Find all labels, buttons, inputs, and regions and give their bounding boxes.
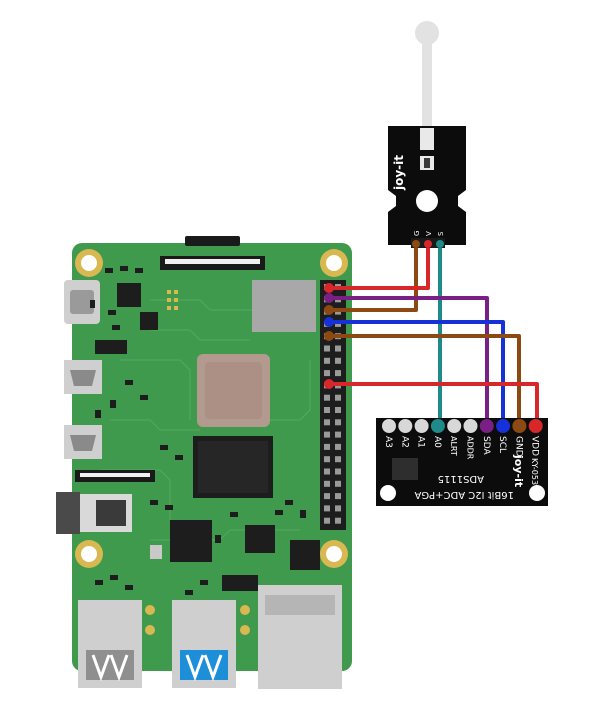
gpio-pin	[324, 431, 330, 438]
temperature-sensor-module: joy-it G V S	[388, 21, 466, 248]
gpio-pin	[335, 493, 341, 500]
chip	[95, 340, 127, 354]
adc-description: 16Bit I2C ADC+PGA	[414, 489, 514, 500]
adc-pin-label: SCL	[497, 436, 507, 453]
mounting-hole	[320, 540, 348, 568]
adc-chip-name: ADS1115	[438, 473, 484, 484]
gpio-pin	[324, 357, 330, 364]
gpio-pin	[324, 468, 330, 475]
adc-pin-label: GND	[513, 436, 523, 457]
sensor-pin-v-label: V	[425, 231, 433, 236]
gpio-pin	[324, 345, 330, 352]
gpio-pin	[324, 480, 330, 487]
gpio-pin	[335, 456, 341, 463]
adc-pin-label: ALRT	[449, 436, 458, 456]
gpio-pin	[335, 357, 341, 364]
adc-pin-label: A2	[399, 436, 409, 448]
adc-pin-pad	[512, 419, 527, 433]
gpio-pin	[324, 443, 330, 450]
mounting-hole	[320, 249, 348, 277]
adc-pin-label: A0	[432, 436, 442, 448]
gpio-pin	[324, 394, 330, 401]
gpio-pin	[324, 493, 330, 500]
gpio-pin	[335, 443, 341, 450]
wire-sensor-gnd	[327, 238, 418, 312]
adc-module: A3 A2 A1 A0 ALRT ADDR SDA SCL GND VDD ADS1115 16B…	[376, 418, 548, 506]
chip	[117, 283, 141, 307]
wires	[327, 238, 539, 422]
adc-pin-label: ADDR	[466, 436, 475, 460]
sensor-pin-g-label: G	[413, 231, 421, 236]
chip	[245, 525, 275, 553]
adc-brand: joy-it	[512, 454, 525, 487]
wire-vdd	[327, 382, 539, 422]
gpio-pin	[335, 431, 341, 438]
chip	[222, 575, 258, 591]
adc-mounting-hole	[380, 485, 396, 501]
gpio-pin	[335, 480, 341, 487]
adc-pin-pad	[414, 419, 429, 433]
gpio-pin	[324, 505, 330, 512]
usb2-port	[78, 600, 142, 688]
gpio-pin	[335, 407, 341, 413]
micro-hdmi-port	[64, 425, 102, 459]
wire-gnd	[327, 334, 521, 422]
gpio-pin	[335, 345, 341, 352]
chip	[170, 520, 212, 562]
wire-sensor-vcc	[327, 238, 430, 290]
mounting-hole	[75, 540, 103, 568]
gpio-pin	[335, 505, 341, 512]
gpio-pin	[335, 419, 341, 426]
adc-pin-pad	[382, 419, 396, 433]
adc-mounting-hole	[529, 485, 545, 501]
adc-pin-pad	[463, 419, 478, 433]
sensor-brand: joy-it	[392, 155, 406, 191]
wire-sda	[327, 296, 489, 422]
audio-jack	[56, 492, 132, 534]
adc-pin-label: VDD	[530, 436, 540, 456]
adc-pin-pad	[430, 419, 445, 433]
sensor-probe	[422, 36, 432, 136]
adc-chip	[392, 458, 418, 480]
usb-c-port	[64, 280, 100, 324]
micro-hdmi-port	[64, 360, 102, 394]
adc-model: KY-053	[530, 458, 539, 485]
gpio-pin	[335, 394, 341, 401]
gpio-pin	[335, 517, 341, 524]
ethernet-port	[258, 585, 342, 689]
wire-endpoints	[324, 283, 334, 389]
adc-pin-label: A3	[383, 436, 393, 448]
adc-pin-label: A1	[416, 436, 426, 448]
chip	[140, 312, 158, 330]
gpio-header	[320, 280, 346, 530]
adc-pin-pad	[447, 419, 462, 433]
sensor-pin-s-label: S	[437, 231, 445, 236]
adc-pin-pad	[398, 419, 413, 433]
wire-scl	[327, 320, 505, 422]
chip	[290, 540, 320, 570]
gpio-pin	[324, 517, 330, 524]
gpio-pin	[324, 407, 330, 413]
raspberry-pi-board	[56, 236, 352, 689]
gpio-pin	[335, 370, 341, 377]
gpio-pin	[324, 370, 330, 377]
sensor-mounting-hole	[416, 190, 438, 212]
usb3-port	[172, 600, 236, 688]
usb-controller-chip	[252, 280, 316, 332]
adc-pin-label: SDA	[481, 436, 491, 455]
adc-pin-pad	[528, 419, 543, 433]
gpio-pin	[324, 456, 330, 463]
gpio-pin	[335, 468, 341, 475]
mounting-hole	[75, 249, 103, 277]
top-connector	[185, 236, 240, 246]
adc-pin-pad	[496, 419, 511, 433]
gpio-pin	[324, 419, 330, 426]
adc-pin-pad	[479, 419, 494, 433]
